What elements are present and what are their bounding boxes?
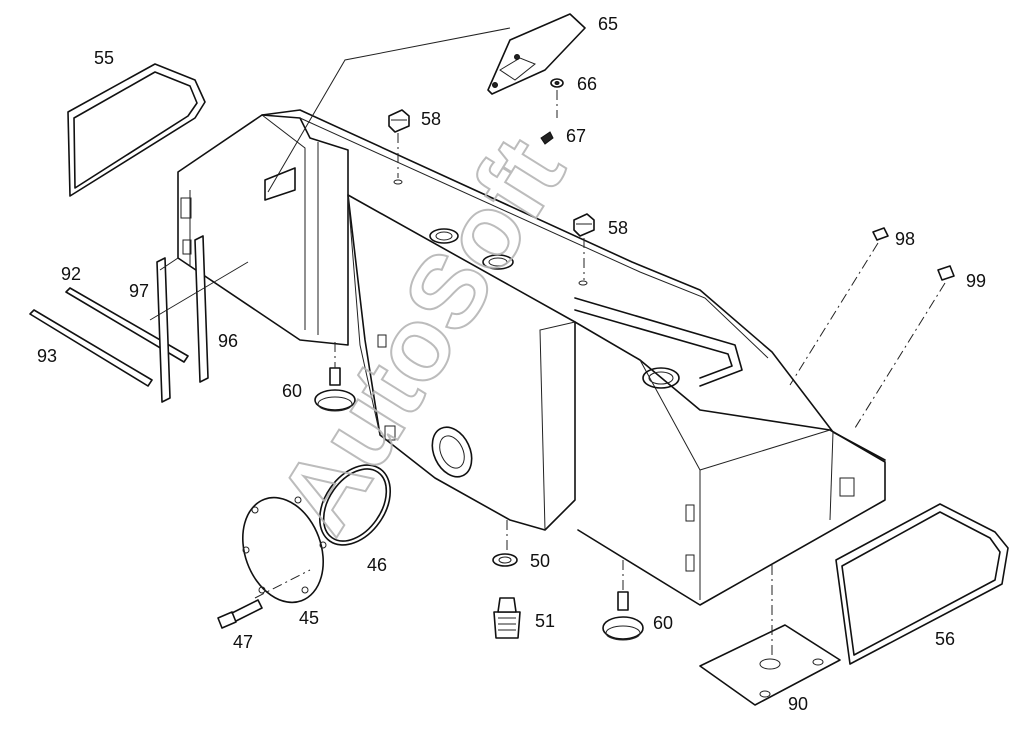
part-55-seal (67, 63, 206, 197)
callout-97: 97 (129, 281, 149, 301)
callout-99: 99 (966, 271, 986, 291)
part-98-plug (872, 227, 889, 241)
part-93-strip (29, 309, 153, 387)
part-58-cap-2 (573, 213, 595, 237)
callout-92: 92 (61, 264, 81, 284)
callout-55: 55 (94, 48, 114, 68)
callout-67: 67 (566, 126, 586, 146)
callout-50: 50 (530, 551, 550, 571)
callout-98: 98 (895, 229, 915, 249)
part-67-screw (540, 131, 554, 145)
part-60-foot-1 (314, 367, 356, 412)
callout-45: 45 (299, 608, 319, 628)
part-56-seal (835, 503, 1009, 665)
part-45-cover (241, 496, 327, 604)
callout-96: 96 (218, 331, 238, 351)
part-97-strip (156, 257, 171, 403)
callout-60-left: 60 (282, 381, 302, 401)
callout-90: 90 (788, 694, 808, 714)
part-92-strip (65, 287, 189, 363)
callout-93: 93 (37, 346, 57, 366)
callout-labels: 55 65 66 67 58 58 98 99 92 97 93 96 60 4… (37, 14, 986, 714)
part-51-drain-plug (493, 597, 521, 639)
part-50-washer (492, 553, 518, 567)
callout-47: 47 (233, 632, 253, 652)
callout-66: 66 (577, 74, 597, 94)
callout-65: 65 (598, 14, 618, 34)
part-65-bracket (487, 13, 586, 95)
part-90-plate (699, 624, 841, 706)
part-99-plug (937, 265, 955, 281)
part-47-bolt (217, 599, 263, 629)
watermark: AutoSoft (256, 118, 587, 552)
part-60-foot-2 (602, 591, 644, 641)
tank-body (177, 109, 886, 606)
callout-58-lower: 58 (608, 218, 628, 238)
part-46-gasket (318, 464, 392, 546)
callout-46: 46 (367, 555, 387, 575)
part-66-washer (550, 78, 564, 88)
callout-51: 51 (535, 611, 555, 631)
part-58-cap-1 (388, 109, 410, 133)
callout-58-upper: 58 (421, 109, 441, 129)
part-96-strip (194, 235, 209, 383)
callout-56: 56 (935, 629, 955, 649)
callout-60-right: 60 (653, 613, 673, 633)
